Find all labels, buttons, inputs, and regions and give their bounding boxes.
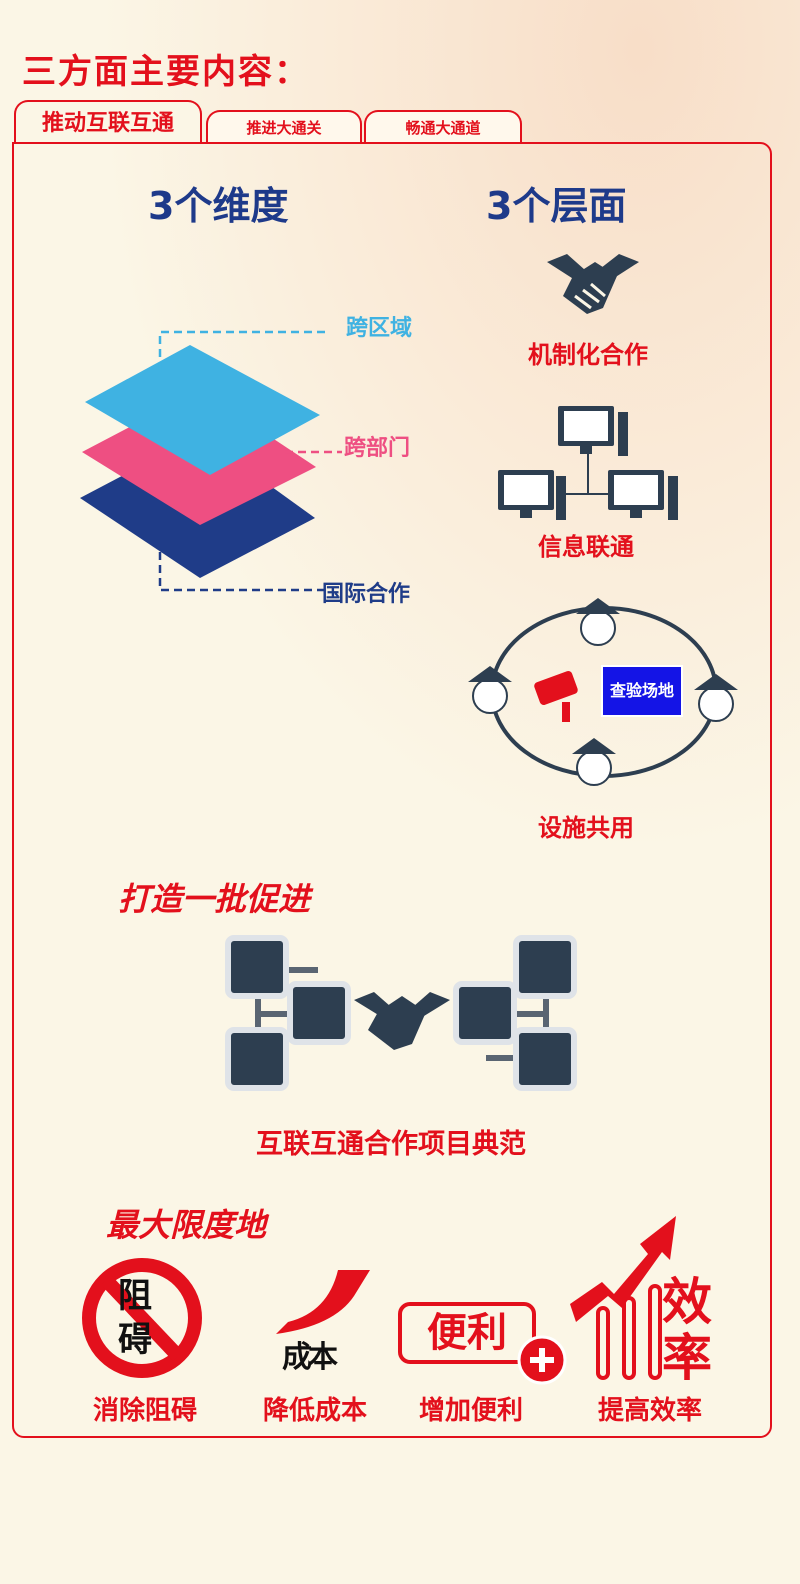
police-icon-bottom	[572, 738, 616, 786]
tab-smooth-corridor[interactable]: 畅通大通道	[364, 110, 522, 144]
levels-heading: 3个层面	[486, 184, 627, 228]
bottom-label-increase-convenience: 增加便利	[418, 1396, 523, 1426]
layers-diagram	[80, 330, 342, 592]
layer-label-region: 跨区域	[346, 316, 413, 341]
plus-icon	[517, 1335, 567, 1385]
layer-region	[85, 345, 320, 475]
bottom-label-lower-cost: 降低成本	[262, 1396, 367, 1426]
no-obstacle-icon	[82, 1258, 202, 1378]
bottom-label-remove-obstacles: 消除阻碍	[92, 1396, 197, 1426]
police-icon-top	[576, 598, 620, 646]
facility-ring-diagram	[468, 598, 738, 786]
dimensions-heading: 3个维度	[148, 184, 289, 228]
efficiency-growth-icon	[570, 1216, 676, 1380]
node-block-right-bottom	[513, 1027, 577, 1091]
node-block-left-bottom	[225, 1027, 289, 1091]
cooperation-network-icon	[225, 935, 577, 1091]
cost-down-arrow-icon	[276, 1270, 370, 1334]
layer-label-international: 国际合作	[322, 582, 411, 607]
projects-caption: 互联互通合作项目典范	[256, 1129, 526, 1160]
node-block-right-mid	[453, 981, 517, 1045]
network-computers-icon	[498, 406, 678, 520]
node-block-left-mid	[287, 981, 351, 1045]
inspection-site-box	[601, 665, 683, 717]
police-icon-left	[468, 666, 512, 714]
police-icon-right	[694, 674, 738, 722]
obstacle-char-1: 阻	[118, 1276, 152, 1316]
efficiency-char-1: 效	[662, 1273, 712, 1331]
convenience-box: 便利	[398, 1302, 536, 1364]
node-block-right-top	[513, 935, 577, 999]
inspection-site-label: 查验场地	[609, 681, 674, 700]
maximize-heading: 最大限度地	[106, 1206, 267, 1244]
obstacle-char-2: 碍	[118, 1320, 152, 1360]
node-block-left-top	[225, 935, 289, 999]
camera-icon	[534, 671, 578, 722]
cost-chars: 成本	[282, 1340, 338, 1375]
tab-promote-connectivity[interactable]: 推动互联互通	[14, 100, 202, 144]
bottom-label-improve-efficiency: 提高效率	[597, 1396, 702, 1426]
level-label-info: 信息联通	[538, 533, 634, 561]
page-title: 三方面主要内容：	[22, 52, 310, 92]
efficiency-char-2: 率	[662, 1329, 712, 1387]
level-label-facility: 设施共用	[538, 814, 634, 842]
level-label-mechanism: 机制化合作	[528, 341, 648, 369]
layer-label-department: 跨部门	[344, 436, 411, 461]
projects-heading: 打造一批促进	[118, 880, 311, 918]
tab-customs-clearance[interactable]: 推进大通关	[206, 110, 362, 144]
handshake-icon-center	[354, 992, 450, 1050]
content-panel	[12, 142, 772, 1438]
handshake-icon	[547, 254, 639, 314]
